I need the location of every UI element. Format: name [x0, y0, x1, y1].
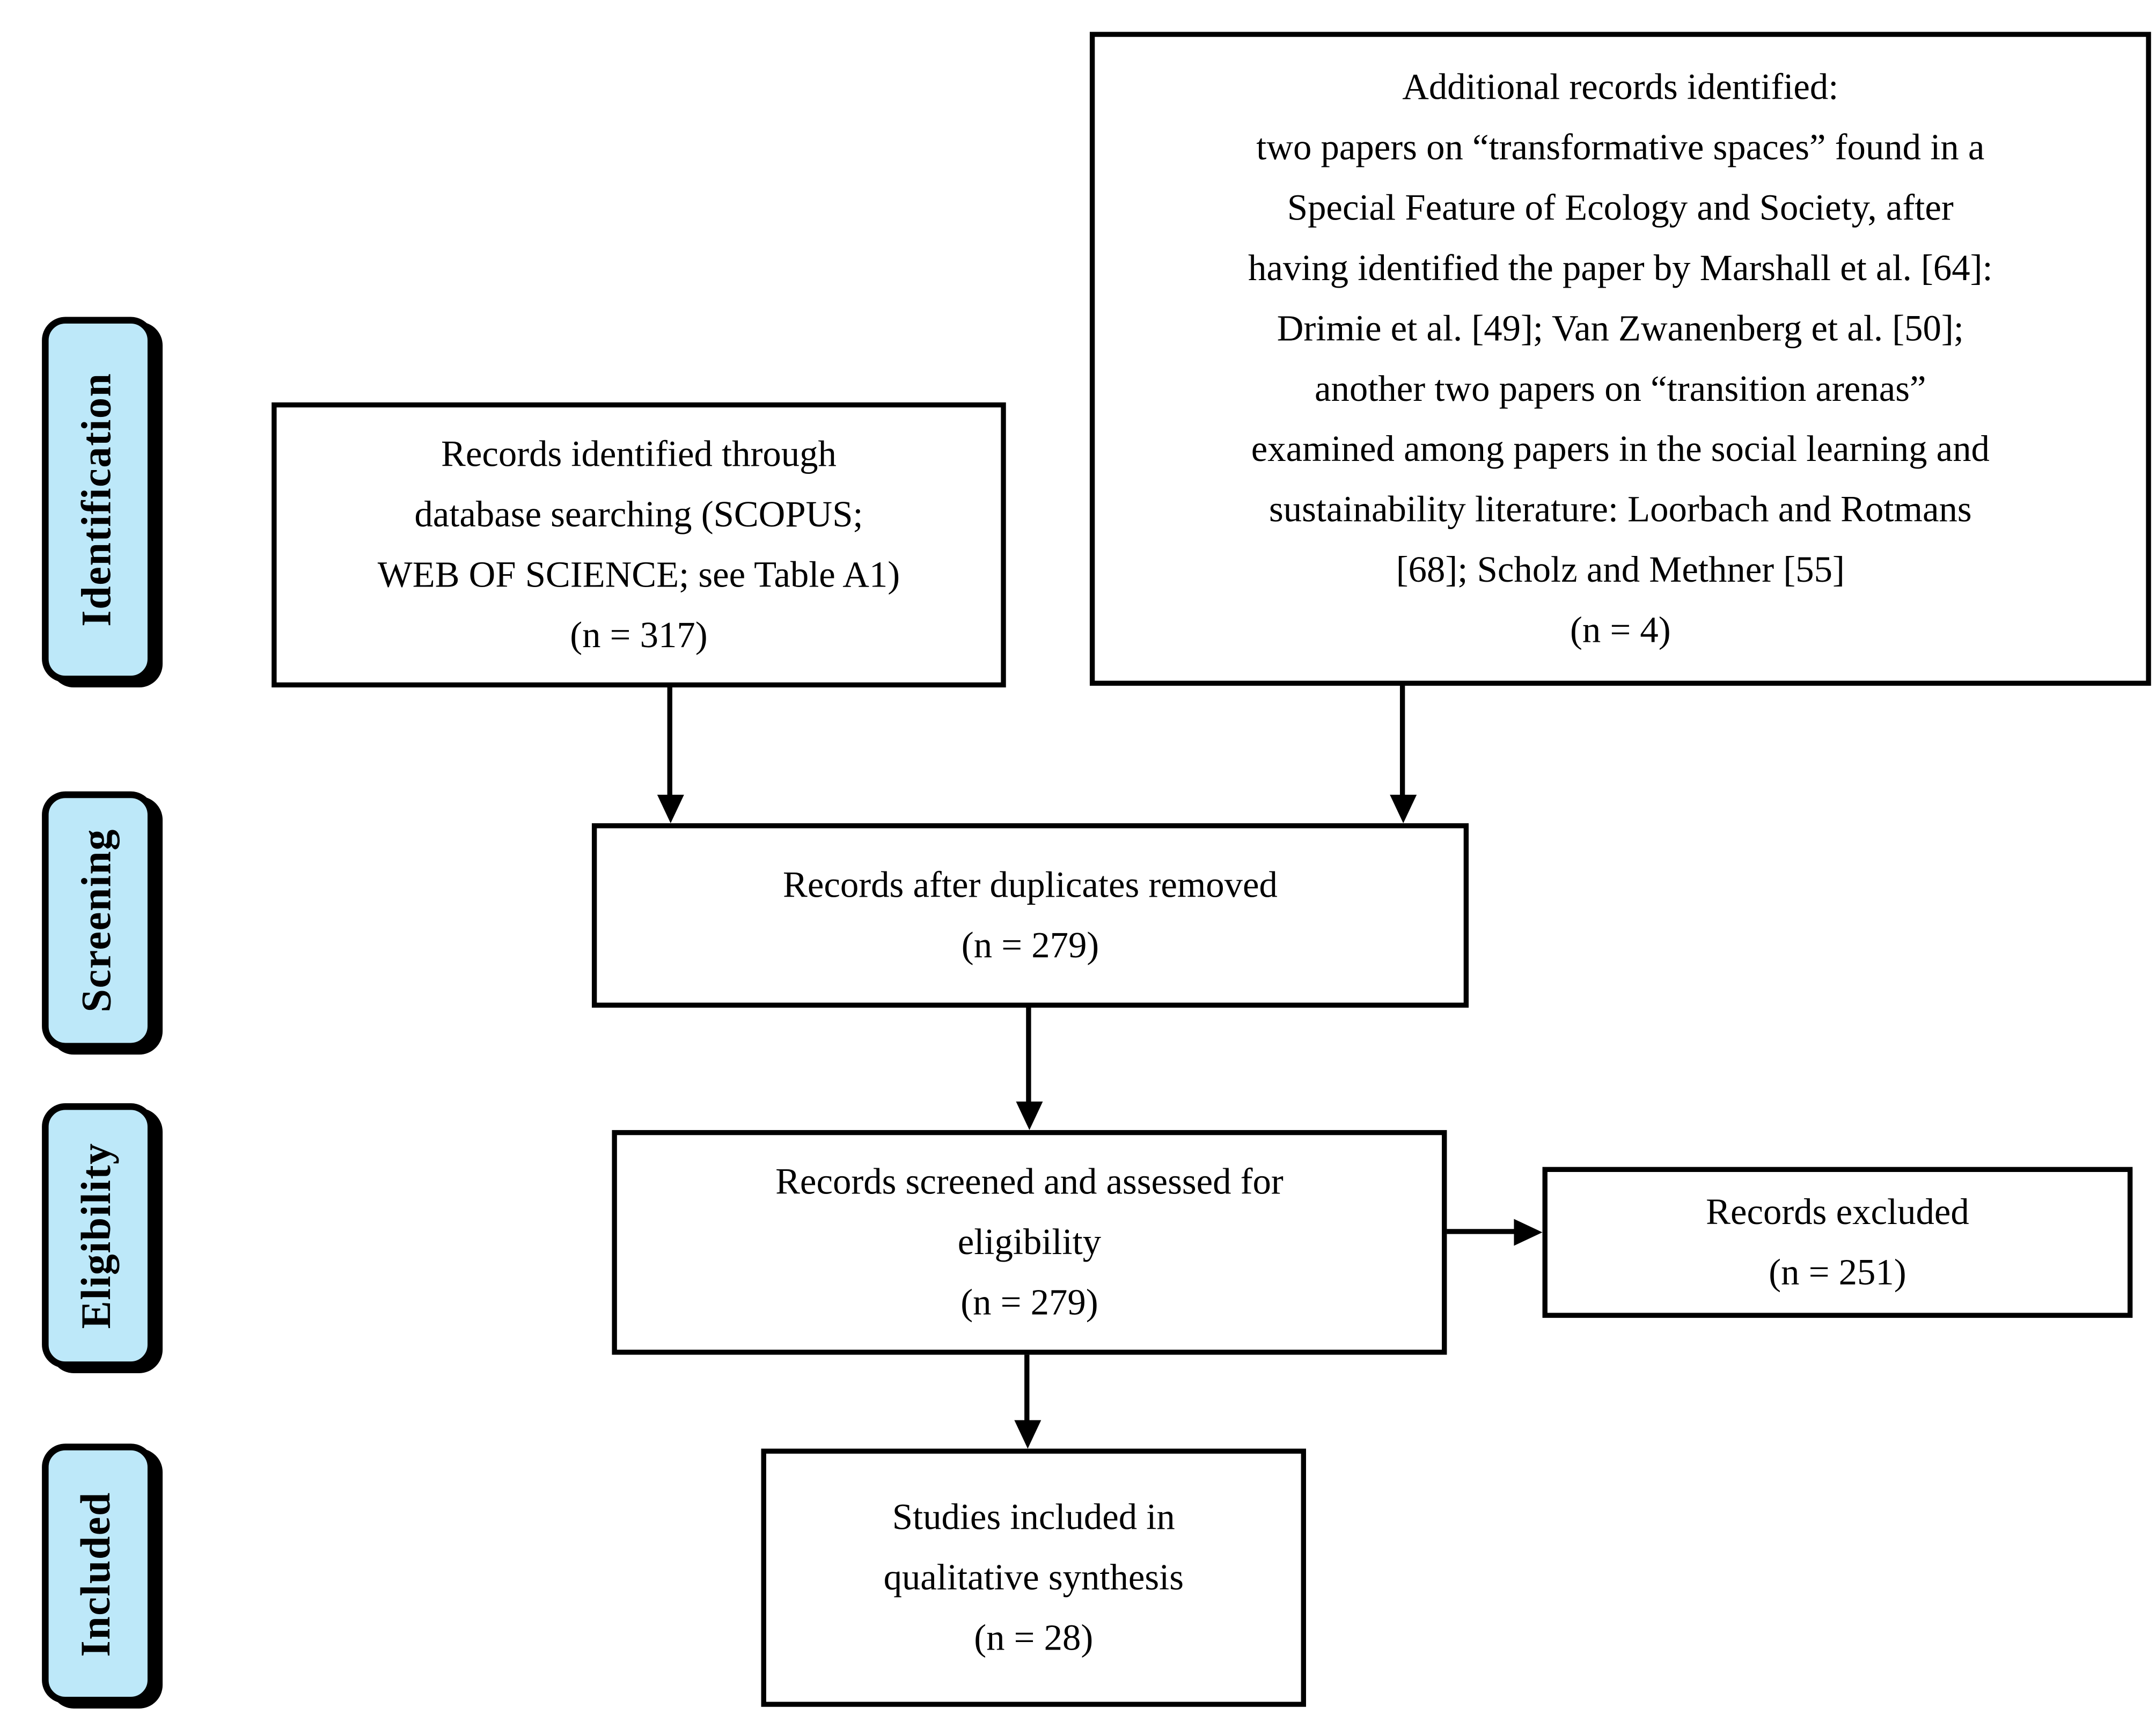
stage-label-screening: Screening	[42, 791, 155, 1050]
arrow-right-icon	[1514, 1219, 1543, 1246]
box-line: sustainability literature: Loorbach and …	[1269, 488, 1972, 530]
stage-label-included-text: Included	[75, 1491, 120, 1657]
box-line: Studies included in	[892, 1496, 1175, 1538]
box-records-identified: Records identified through database sear…	[272, 402, 1006, 688]
box-line: Records after duplicates removed	[783, 863, 1278, 906]
stage-label-identification-text: Identification	[75, 372, 120, 627]
box-line: having identified the paper by Marshall …	[1248, 246, 1993, 289]
box-line: (n = 317)	[570, 613, 708, 656]
arrow-down-icon	[657, 795, 684, 824]
arrow-additional-to-dedup-line	[1399, 684, 1405, 797]
box-line: Special Feature of Ecology and Society, …	[1287, 186, 1954, 228]
box-line: (n = 4)	[1570, 609, 1671, 651]
box-line: Drimie et al. [49]; Van Zwanenberg et al…	[1277, 306, 1964, 349]
box-line: qualitative synthesis	[883, 1556, 1184, 1598]
box-duplicates-removed: Records after duplicates removed (n = 27…	[591, 823, 1469, 1008]
box-line: (n = 279)	[960, 1281, 1098, 1323]
stage-label-eligibility-text: Eligibility	[75, 1142, 120, 1329]
stage-label-included: Included	[42, 1443, 155, 1704]
box-line: Records identified through	[441, 433, 837, 475]
box-records-excluded: Records excluded (n = 251)	[1542, 1167, 2133, 1318]
stage-label-identification: Identification	[42, 317, 155, 683]
stage-label-eligibility: Eligibility	[42, 1103, 155, 1368]
box-line: another two papers on “transition arenas…	[1315, 367, 1926, 409]
arrow-screened-to-excluded-line	[1447, 1229, 1519, 1234]
arrow-screened-to-included-line	[1024, 1354, 1030, 1422]
box-line: Records screened and assessed for	[775, 1160, 1284, 1203]
arrow-down-icon	[1014, 1420, 1042, 1449]
box-studies-included: Studies included in qualitative synthesi…	[761, 1448, 1306, 1707]
arrow-down-icon	[1016, 1101, 1043, 1130]
box-line: Records excluded	[1706, 1190, 1969, 1233]
box-line: database searching (SCOPUS;	[414, 493, 863, 535]
box-line: two papers on “transformative spaces” fo…	[1256, 126, 1985, 168]
box-additional-records: Additional records identified: two paper…	[1089, 32, 2151, 686]
box-line: (n = 28)	[974, 1616, 1094, 1659]
arrow-down-icon	[1390, 795, 1417, 824]
box-line: eligibility	[957, 1220, 1102, 1263]
arrow-identified-to-dedup-line	[667, 685, 672, 797]
box-line: [68]; Scholz and Methner [55]	[1396, 548, 1845, 590]
box-line: (n = 279)	[961, 924, 1099, 966]
box-records-screened: Records screened and assessed for eligib…	[612, 1130, 1447, 1355]
box-line: examined among papers in the social lear…	[1251, 427, 1990, 470]
box-line: WEB OF SCIENCE; see Table A1)	[377, 553, 900, 596]
arrow-dedup-to-screened-line	[1026, 1006, 1031, 1103]
box-line: (n = 251)	[1769, 1250, 1906, 1293]
stage-label-screening-text: Screening	[75, 829, 120, 1013]
box-line: Additional records identified:	[1402, 65, 1839, 107]
